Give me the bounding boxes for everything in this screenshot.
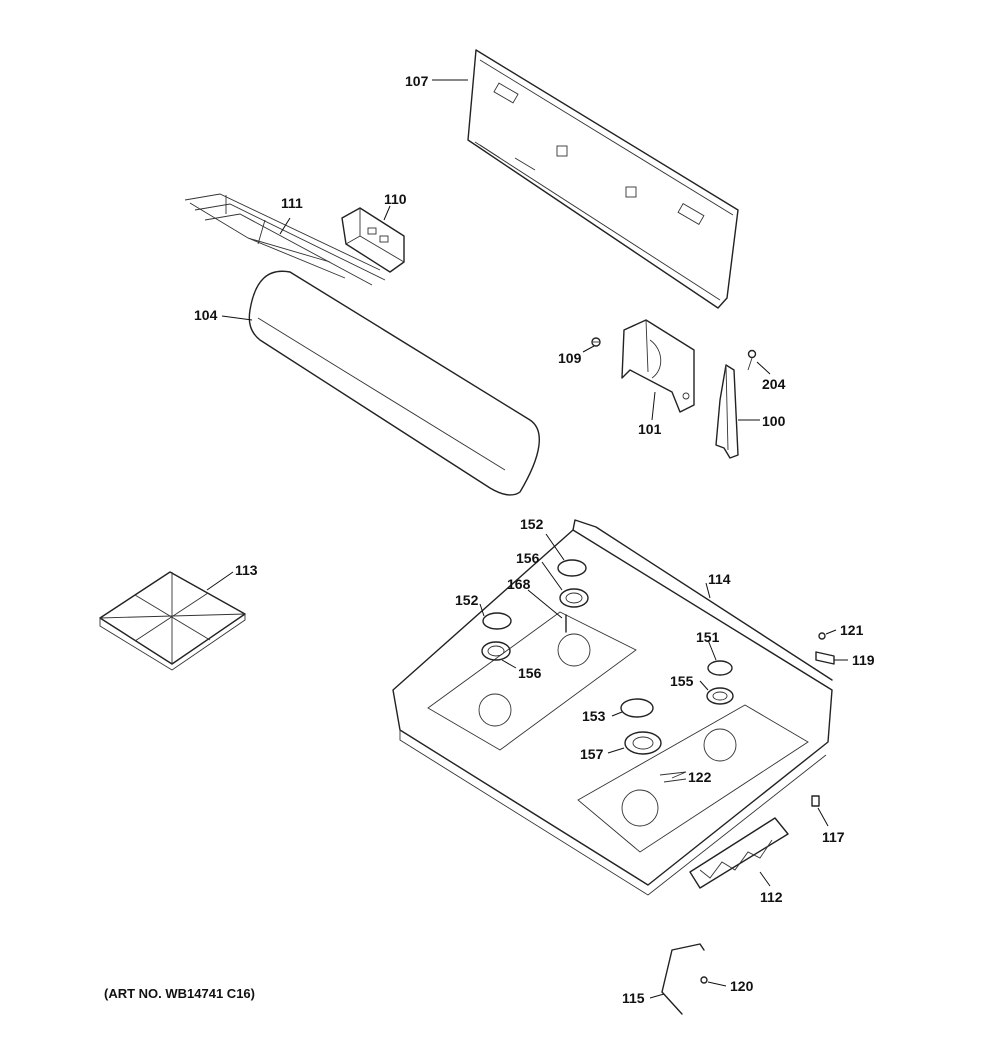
label-113: 113: [235, 562, 258, 578]
burner-grate-113: [99, 571, 246, 671]
label-110: 110: [384, 191, 407, 207]
control-panel-104: [248, 270, 540, 496]
label-100: 100: [762, 413, 786, 429]
screw-120: [700, 976, 708, 984]
label-104: 104: [194, 307, 218, 323]
burner-cap-151: [707, 660, 733, 676]
label-151: 151: [696, 629, 720, 645]
screw-204: [747, 349, 757, 371]
burner-head-156a: [559, 588, 589, 608]
burner-cap-152a: [557, 559, 587, 577]
label-122: 122: [688, 769, 712, 785]
label-152-left: 152: [455, 592, 479, 608]
burner-cap-153: [620, 698, 654, 718]
label-153: 153: [582, 708, 606, 724]
art-number: (ART NO. WB14741 C16): [104, 986, 255, 1001]
label-157: 157: [580, 746, 604, 762]
insulation-112: [689, 817, 789, 889]
label-114: 114: [708, 571, 731, 587]
bracket-119: [815, 651, 835, 665]
side-bracket-100: [715, 364, 739, 459]
label-109: 109: [558, 350, 582, 366]
label-117: 117: [822, 829, 845, 845]
label-120: 120: [730, 978, 754, 994]
label-155: 155: [670, 673, 694, 689]
backguard-panel-107: [467, 49, 739, 309]
label-101: 101: [638, 421, 662, 437]
label-121: 121: [840, 622, 864, 638]
cooktop-114: [392, 519, 833, 896]
burner-head-157: [624, 731, 662, 755]
label-168: 168: [507, 576, 531, 592]
switch-block-110: [341, 207, 405, 273]
screws-122: [659, 771, 687, 783]
burner-head-155: [706, 687, 734, 705]
label-152-top: 152: [520, 516, 544, 532]
label-204: 204: [762, 376, 786, 392]
burner-cap-152b: [482, 612, 512, 630]
screw-121: [818, 632, 826, 640]
leader-lines: [206, 79, 848, 999]
label-115: 115: [622, 990, 645, 1006]
rod-115: [661, 943, 705, 1015]
label-107: 107: [405, 73, 429, 89]
label-112: 112: [760, 889, 783, 905]
bracket-101: [621, 319, 695, 413]
burner-head-156b: [481, 641, 511, 661]
label-156-top: 156: [516, 550, 540, 566]
label-156-left: 156: [518, 665, 542, 681]
clip-117: [811, 795, 820, 807]
wire-harness-111: [184, 193, 386, 286]
label-111: 111: [281, 195, 303, 211]
screw-109: [591, 337, 601, 347]
label-119: 119: [852, 652, 875, 668]
